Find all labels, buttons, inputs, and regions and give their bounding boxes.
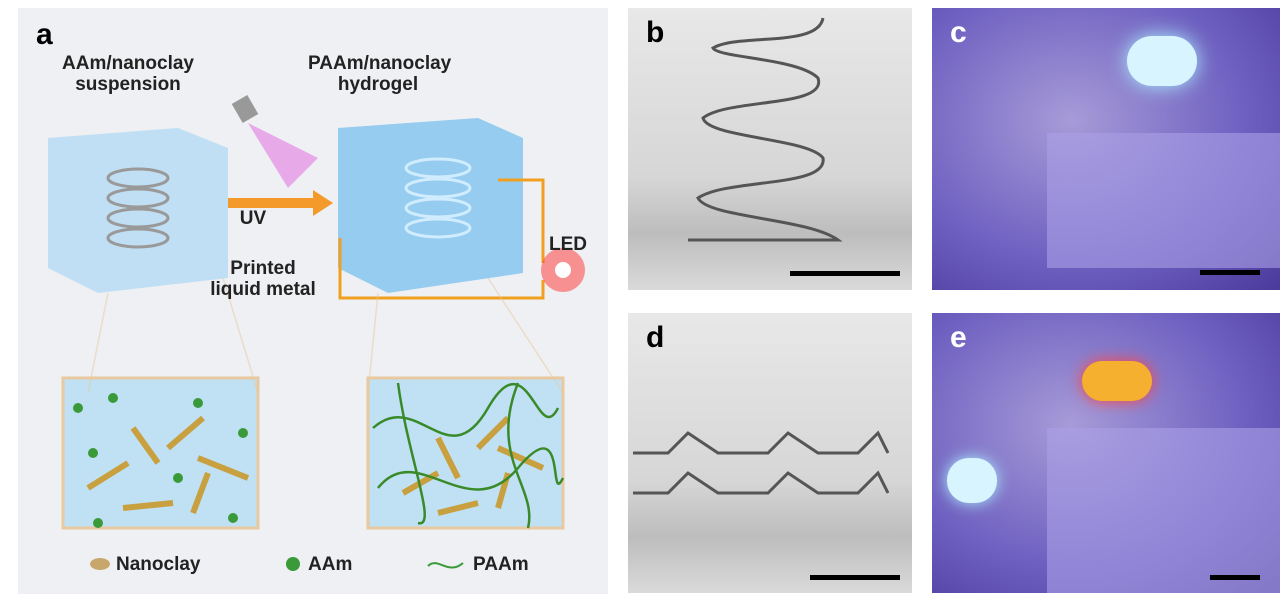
printed-liquid-metal-label: Printed liquid metal xyxy=(210,258,316,300)
panel-label-a: a xyxy=(36,18,53,51)
scale-bar xyxy=(1200,270,1260,275)
paam-chains xyxy=(372,382,565,529)
panel-label-c: c xyxy=(950,16,967,49)
panel-b-photo: b xyxy=(628,8,912,290)
hydrogel-cube xyxy=(338,118,523,293)
legend-aam: AAm xyxy=(308,554,353,575)
led-lit-blue xyxy=(947,458,997,503)
uv-label: UV xyxy=(239,208,267,229)
panel-label-d: d xyxy=(646,321,665,354)
zoom-lines xyxy=(87,277,564,394)
led-label: LED xyxy=(549,234,587,255)
panel-label-e: e xyxy=(950,321,967,354)
printed-zigzag xyxy=(633,430,890,495)
circuit-wire xyxy=(338,178,545,300)
hydrogel-block xyxy=(1047,133,1280,268)
legend-nanoclay-icon xyxy=(90,558,110,570)
hydrogel-block xyxy=(1047,428,1280,593)
coil-left xyxy=(106,167,170,249)
uv-light-beam xyxy=(248,123,318,188)
legend-nanoclay: Nanoclay xyxy=(116,554,201,575)
uv-arrow xyxy=(228,190,333,216)
coil-right xyxy=(404,157,472,239)
nanoclay-rods xyxy=(86,415,545,516)
right-title: PAAm/nanoclay hydrogel xyxy=(308,53,452,95)
panel-d-photo: d xyxy=(628,313,912,593)
panel-c-photo: c xyxy=(932,8,1280,290)
led-lit-blue xyxy=(1127,36,1197,86)
scale-bar xyxy=(1210,575,1260,580)
uv-lamp-icon xyxy=(231,94,259,124)
scale-bar xyxy=(790,271,900,276)
panel-a-schematic: a AAm/nanoclay suspension PAAm/nanoclay … xyxy=(18,8,608,594)
led-icon xyxy=(555,262,571,278)
panel-label-b: b xyxy=(646,16,665,49)
panel-e-photo: e xyxy=(932,313,1280,593)
led-lit-red xyxy=(1082,361,1152,401)
schematic-drawing xyxy=(48,94,585,571)
left-title: AAm/nanoclay suspension xyxy=(62,53,194,95)
legend-paam-icon xyxy=(427,562,464,569)
legend-paam: PAAm xyxy=(473,554,529,575)
legend-aam-icon xyxy=(286,557,300,571)
printed-coil xyxy=(688,17,843,242)
aam-dots xyxy=(73,393,248,528)
scale-bar xyxy=(810,575,900,580)
